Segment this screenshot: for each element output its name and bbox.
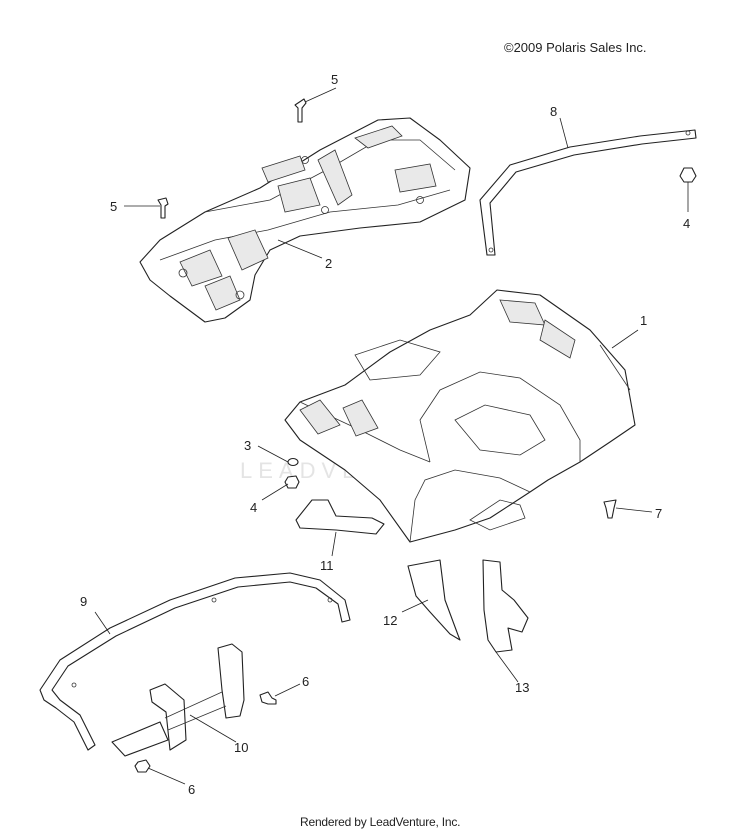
callout-6-right: 6: [302, 674, 309, 689]
fastener-5-lower[interactable]: [157, 197, 169, 219]
bumper-mount-bracket[interactable]: [111, 643, 245, 757]
fastener-4-upper[interactable]: [679, 167, 697, 183]
rear-grab-bar[interactable]: [479, 129, 697, 256]
fastener-4-lower[interactable]: [284, 475, 300, 489]
callout-12: 12: [383, 613, 397, 628]
callout-7: 7: [655, 506, 662, 521]
fastener-7[interactable]: [603, 499, 617, 519]
callout-5-upper: 5: [331, 72, 338, 87]
copyright-notice: ©2009 Polaris Sales Inc.: [504, 40, 647, 55]
callout-10: 10: [234, 740, 248, 755]
callout-labels: 5 5 2 8 4 1 3 4 7 11 12 13 9 10 6 6: [80, 72, 690, 797]
callout-11: 11: [320, 558, 334, 573]
render-credit: Rendered by LeadVenture, Inc.: [300, 815, 461, 829]
callout-5-lower: 5: [110, 199, 117, 214]
callout-8: 8: [550, 104, 557, 119]
mud-flap-12[interactable]: [407, 559, 461, 641]
callout-4-lower: 4: [250, 500, 257, 515]
fastener-5-upper[interactable]: [294, 98, 307, 123]
washer-3[interactable]: [287, 457, 299, 467]
shield-13[interactable]: [482, 559, 529, 653]
callout-2: 2: [325, 256, 332, 271]
rear-fender[interactable]: [284, 289, 636, 543]
callout-13: 13: [515, 680, 529, 695]
rear-rack[interactable]: [139, 117, 471, 323]
rear-bumper-bar[interactable]: [39, 572, 351, 751]
fastener-6-lower[interactable]: [134, 759, 151, 773]
leader-lines: [94, 87, 689, 785]
fastener-6-right[interactable]: [259, 691, 277, 705]
callout-9: 9: [80, 594, 87, 609]
callout-1: 1: [640, 313, 647, 328]
callout-6-lower: 6: [188, 782, 195, 797]
callout-4-upper: 4: [683, 216, 690, 231]
pad-11[interactable]: [295, 499, 385, 535]
callout-3: 3: [244, 438, 251, 453]
